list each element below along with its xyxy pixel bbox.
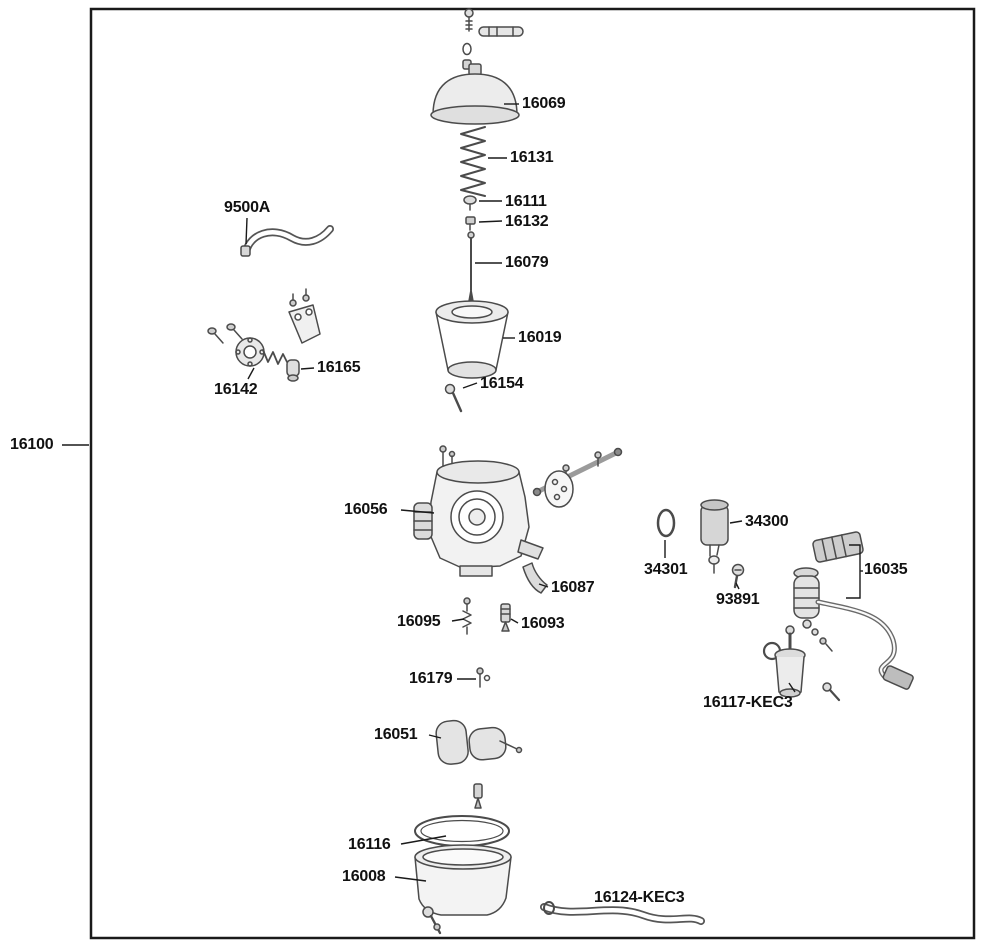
drawing-93891 [731, 563, 745, 589]
part-label-16132: 16132 [505, 213, 549, 230]
drawing-round-gasket [544, 470, 574, 508]
drawing-16056 [413, 445, 544, 577]
drawing-34301 [656, 508, 676, 538]
part-label-16142: 16142 [214, 381, 258, 398]
drawing-16087 [522, 562, 548, 594]
part-label-93891: 93891 [716, 591, 760, 608]
part-label-16179: 16179 [409, 670, 453, 687]
part-label-16111: 16111 [505, 193, 547, 210]
drawing-16179 [476, 667, 491, 688]
part-label-16117-kec3: 16117-KEC3 [703, 694, 793, 711]
drawing-16051 [435, 719, 523, 765]
part-label-16154: 16154 [480, 375, 524, 392]
part-label-34300: 34300 [745, 513, 789, 530]
part-label-9500A: 9500A [224, 199, 271, 216]
drawing-16132 [465, 216, 476, 231]
drawing-top-hardware [462, 8, 524, 70]
part-label-16100: 16100 [10, 436, 54, 453]
part-label-16131: 16131 [510, 149, 554, 166]
drawing-16154 [444, 383, 463, 413]
part-label-16087: 16087 [551, 579, 595, 596]
part-label-16116: 16116 [348, 836, 391, 853]
part-label-16124-kec3: 16124-KEC3 [594, 889, 685, 906]
drawing-16131 [460, 126, 486, 197]
drawing-9500A [240, 225, 334, 257]
part-label-16165: 16165 [317, 359, 361, 376]
part-label-16056: 16056 [344, 501, 388, 518]
part-label-16008: 16008 [342, 868, 386, 885]
part-label-16035: 16035 [864, 561, 908, 578]
drawing-16008 [414, 844, 512, 935]
drawing-16117-kec3 [762, 625, 841, 702]
leader-lines [62, 103, 863, 882]
drawing-float-valve [473, 783, 483, 809]
drawing-16124-kec3 [540, 901, 705, 925]
drawing-16142 [207, 323, 290, 367]
drawing-bracket [288, 288, 321, 344]
drawing-16019 [435, 300, 509, 379]
part-label-16019: 16019 [518, 329, 562, 346]
part-label-16079: 16079 [505, 254, 549, 271]
drawing-16165 [286, 359, 300, 382]
part-label-16093: 16093 [521, 615, 565, 632]
part-label-16095: 16095 [397, 613, 441, 630]
drawing-34300 [700, 499, 729, 574]
part-label-16069: 16069 [522, 95, 566, 112]
diagram-frame [89, 7, 976, 940]
drawing-16069 [430, 63, 520, 125]
drawing-16035 [793, 531, 914, 690]
parts-artwork [207, 8, 914, 935]
part-label-16051: 16051 [374, 726, 418, 743]
part-label-34301: 34301 [644, 561, 688, 578]
drawing-16093 [500, 603, 511, 632]
drawing-16111 [463, 195, 477, 211]
